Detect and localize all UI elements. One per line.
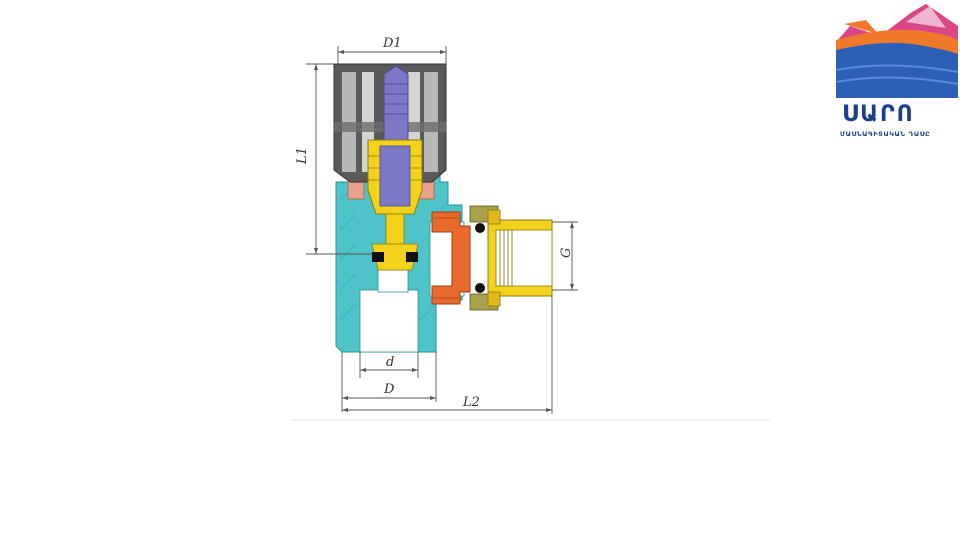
dim-label-d-small: d xyxy=(386,355,394,370)
dim-label-l1: L1 xyxy=(295,147,310,165)
brass-insert xyxy=(367,139,423,271)
logo-title: ՍԱՐՈ xyxy=(842,102,915,127)
dim-label-d-big: D xyxy=(383,382,395,397)
dimension-arrows xyxy=(314,50,574,412)
brand-logo: ՍԱՐՈ ՄԱՍՆԱԳԻՏԱԿԱՆ ԴԱՍԸ xyxy=(835,4,959,138)
abstract-wave-logo-icon xyxy=(835,4,959,98)
union-fitting xyxy=(431,205,553,311)
dim-label-g: G xyxy=(559,248,574,258)
dim-label-d1: D1 xyxy=(382,36,402,51)
valve-diagram: D1 L1 G d D L2 xyxy=(290,36,770,421)
spindle xyxy=(383,65,409,141)
logo-subtitle: ՄԱՍՆԱԳԻՏԱԿԱՆ ԴԱՍԸ xyxy=(840,130,930,138)
dimension-lines xyxy=(306,46,578,414)
dim-label-l2: L2 xyxy=(462,395,480,410)
